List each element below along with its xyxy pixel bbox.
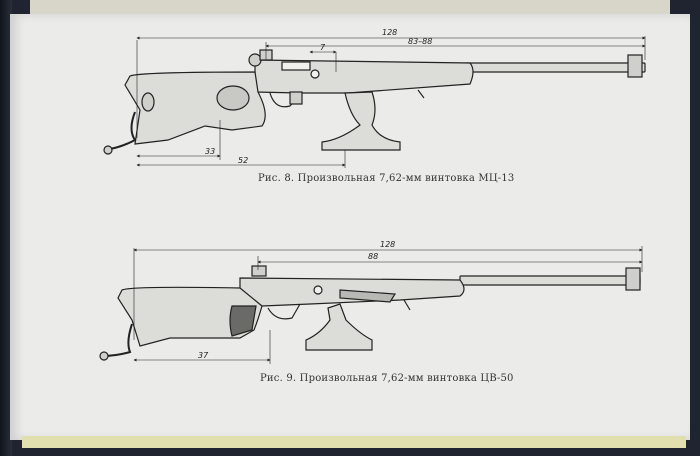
dim-overall-fig9: 128 xyxy=(380,240,395,249)
binding-shadow xyxy=(0,0,12,456)
dim-sight-fig8: 7 xyxy=(320,43,326,52)
dim-grip-fig9: 37 xyxy=(198,351,209,360)
dim-barrel-fig9: 88 xyxy=(368,252,378,261)
figure-8-rifle-mc13 xyxy=(103,49,646,155)
stock xyxy=(117,286,263,347)
dim-barrel-fig8: 83–88 xyxy=(408,37,432,46)
front-sight xyxy=(625,267,641,291)
rear-sight xyxy=(248,53,262,67)
rear-sight xyxy=(251,265,267,277)
barrel xyxy=(459,275,641,286)
palm-rest xyxy=(321,91,401,151)
page-stack-edge xyxy=(22,436,686,448)
figure-9-dimensions xyxy=(133,246,643,364)
figure-8-dimensions xyxy=(136,36,646,168)
figure-8-caption: Рис. 8. Произвольная 7,62-мм винтовка МЦ… xyxy=(258,173,515,184)
figure-9-caption: Рис. 9. Произвольная 7,62-мм винтовка ЦВ… xyxy=(260,373,514,384)
palm-rest xyxy=(305,303,373,351)
dim-stock-fig8: 52 xyxy=(238,156,248,165)
dim-grip-fig8: 33 xyxy=(205,147,215,156)
pistol-grip xyxy=(229,305,257,337)
dim-overall-fig8: 128 xyxy=(382,28,397,37)
barrel xyxy=(464,62,646,73)
figure-9-rifle-cv50 xyxy=(99,265,641,361)
front-sight xyxy=(627,54,643,78)
